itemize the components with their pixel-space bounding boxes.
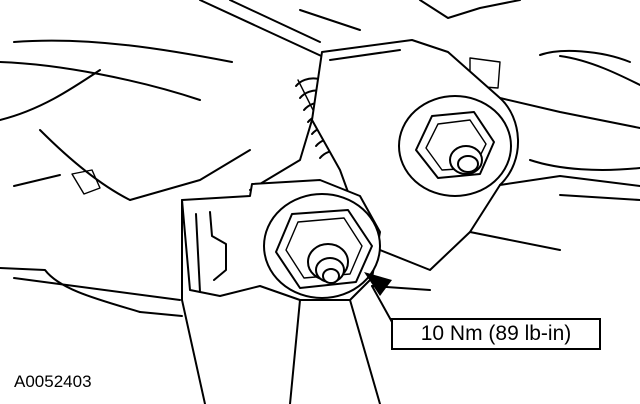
- upper-nut-assembly: [398, 95, 512, 197]
- figure-id-label: A0052403: [14, 372, 92, 391]
- torque-spec-label: 10 Nm (89 lb-in): [420, 322, 572, 345]
- lower-nut-assembly: [263, 193, 381, 299]
- upper-right-frame: [419, 0, 640, 201]
- arrow-icon: [364, 272, 431, 323]
- torque-callout: 10 Nm (89 lb-in): [391, 318, 601, 350]
- upper-housing: [0, 0, 361, 313]
